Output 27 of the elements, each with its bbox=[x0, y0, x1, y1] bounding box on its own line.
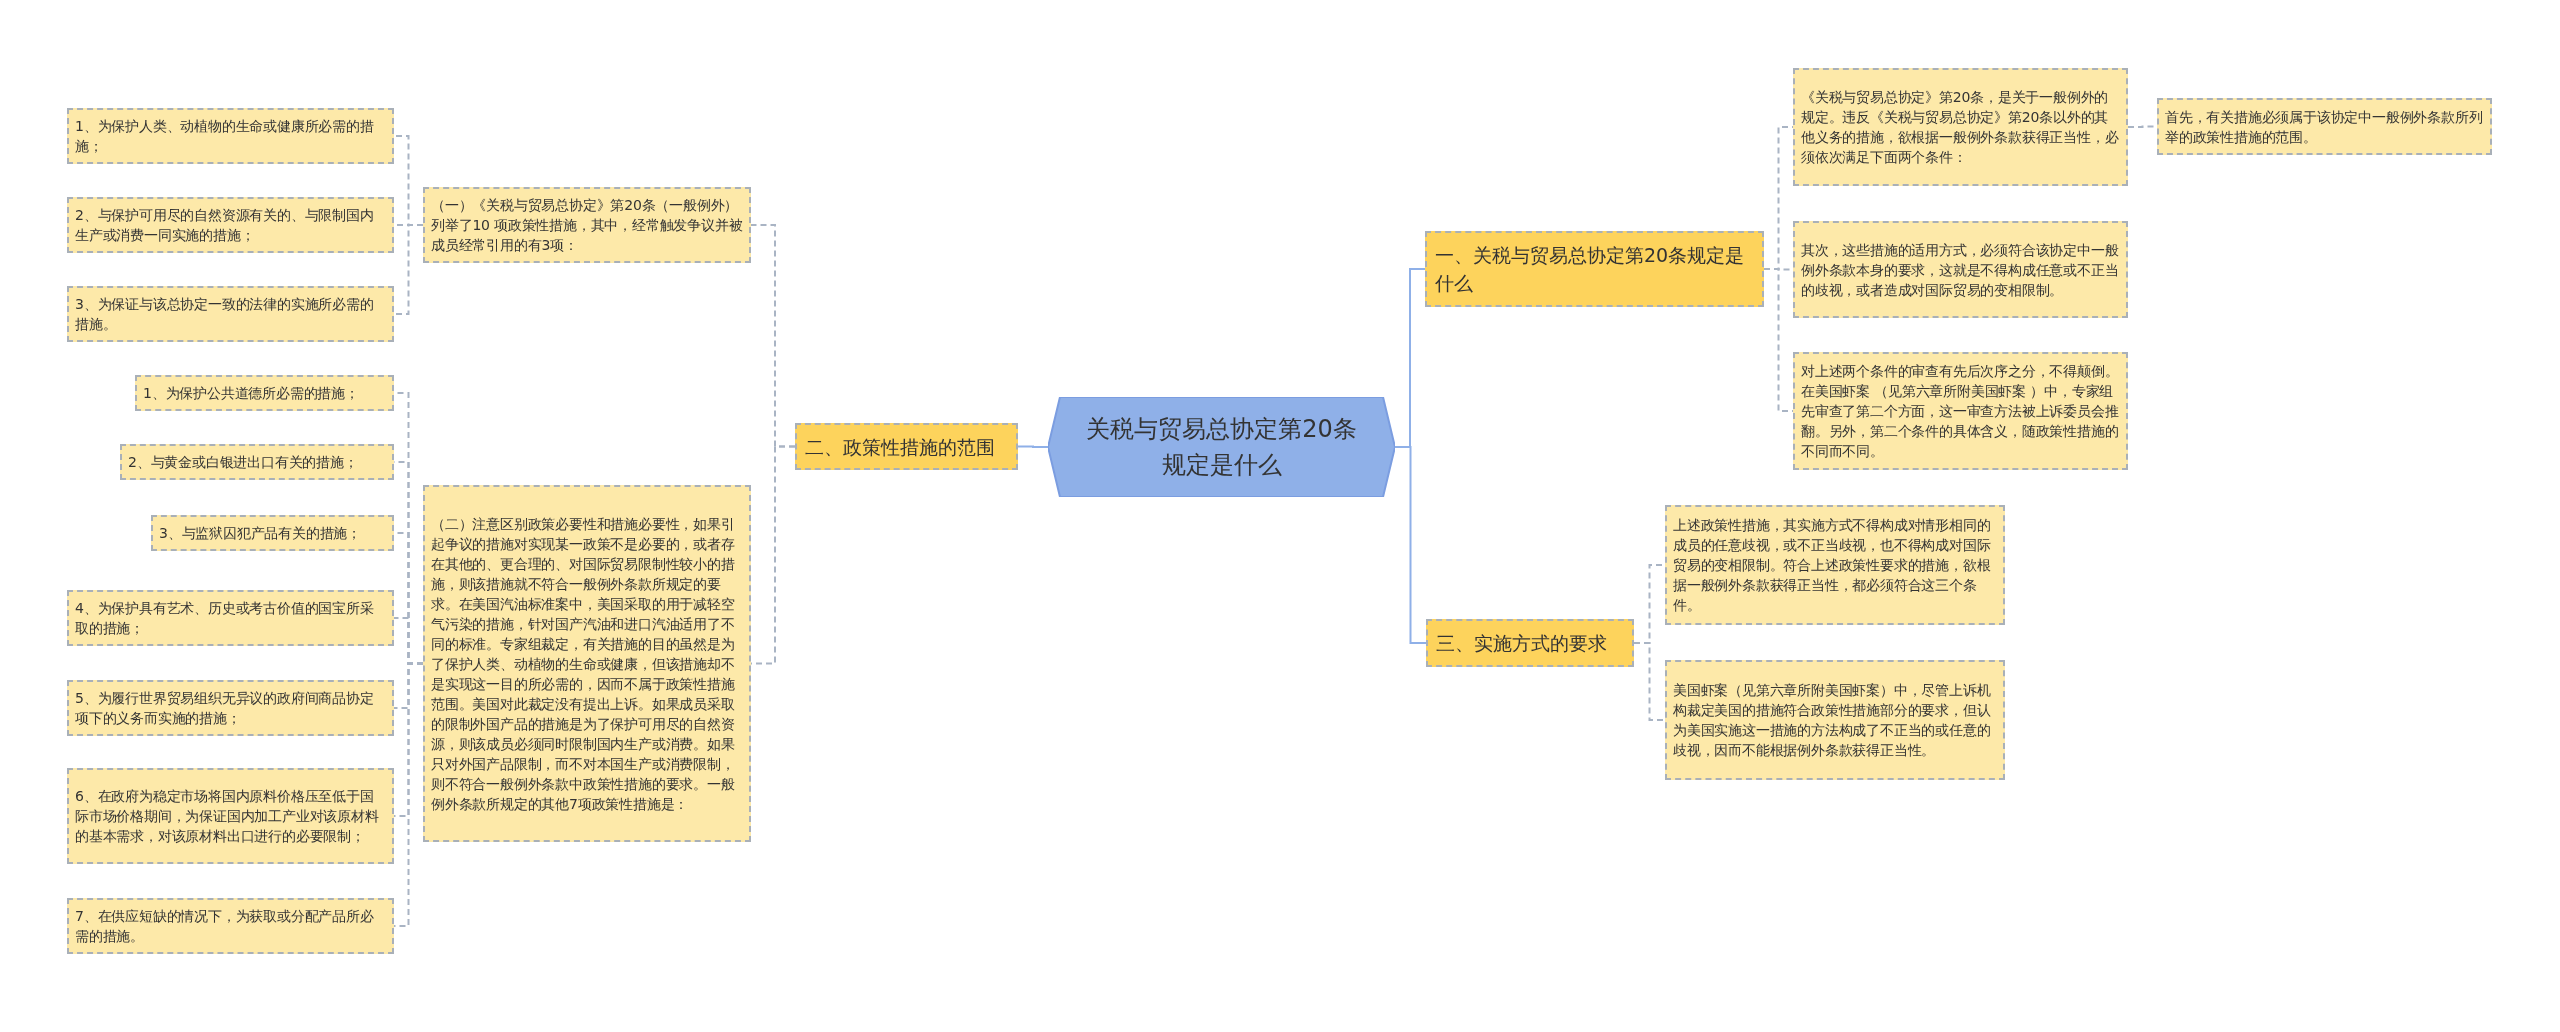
text-box: 1、为保护公共道德所必需的措施； bbox=[135, 375, 394, 411]
text-box: 首先，有关措施必须属于该协定中一般例外条款所列举的政策性措施的范围。 bbox=[2157, 98, 2492, 155]
text-box: 2、与保护可用尽的自然资源有关的、与限制国内生产或消费一同实施的措施； bbox=[67, 197, 394, 253]
text-box: 7、在供应短缺的情况下，为获取或分配产品所必需的措施。 bbox=[67, 898, 394, 954]
connector-line bbox=[1017, 445, 1049, 448]
text-box: 3、与监狱囚犯产品有关的措施； bbox=[151, 515, 394, 551]
text-box: 2、与黄金或白银进出口有关的措施； bbox=[120, 444, 394, 480]
text-box: 美国虾案（见第六章所附美国虾案）中，尽管上诉机构裁定美国的措施符合政策性措施部分的要求，但认为美国实施这一措施的方法构成了不正当的或任意的歧视，因而不能根据例外条款获得正当性。 bbox=[1665, 660, 2005, 780]
branch-box: 一、关税与贸易总协定第20条规定是什么 bbox=[1425, 231, 1764, 307]
text-box: 5、为履行世界贸易组织无异议的政府间商品协定项下的义务而实施的措施； bbox=[67, 680, 394, 736]
text-box: 上述政策性措施，其实施方式不得构成对情形相同的成员的任意歧视，或不正当歧视，也不得构成对国际贸易的变相限制。符合上述政策性要求的措施，欲根据一般例外条款获得正当性，都必须符合这三个条件。 bbox=[1665, 505, 2005, 625]
text-box: 3、为保证与该总协定一致的法律的实施所必需的措施。 bbox=[67, 286, 394, 342]
text-box: （一）《关税与贸易总协定》第20条（一般例外）列举了10 项政策性措施，其中，经常触发争议并被成员经常引用的有3项： bbox=[423, 187, 751, 263]
text-box: 1、为保护人类、动植物的生命或健康所必需的措施； bbox=[67, 108, 394, 164]
text-box: 《关税与贸易总协定》第20条，是关于一般例外的规定。违反《关税与贸易总协定》第20条以外的其他义务的措施，欲根据一般例外条款获得正当性，必须依次满足下面两个条件： bbox=[1793, 68, 2128, 186]
branch-box: 二、政策性措施的范围 bbox=[795, 423, 1018, 470]
text-box: 6、在政府为稳定市场将国内原料价格压至低于国际市场价格期间，为保证国内加工产业对该原材料的基本需求，对该原材料出口进行的必要限制； bbox=[67, 768, 394, 864]
connector-line bbox=[1394, 446, 1427, 644]
text-box: （二）注意区别政策必要性和措施必要性，如果引起争议的措施对实现某一政策不是必要的，或者存在其他的、更合理的、对国际贸易限制性较小的措施，则该措施就不符合一般例外条款所规定的要求。在美国汽油标准案中，美国采取的用于减轻空气污染的措施，针对国产汽油和进口汽油适用了不同的标准。专家组裁定，有关措施的目的虽然是为了保护人类、动植物的生命或健康，但该措施却不是实现这一目的所必需的，因而不属于政策性措施范围。美国对此裁定没有提出上诉。如果成员采取的限制外国产品的措施是为了保护可用尽的自然资源，则该成员必须同时限制国内生产或消费。如果只对外国产品限制，而不对本国生产或消费限制，则不符合一般例外条款中政策性措施的要求。一般例外条款所规定的其他7项政策性措施是： bbox=[423, 485, 751, 842]
text-box: 其次，这些措施的适用方式，必须符合该协定中一般例外条款本身的要求，这就是不得构成任意或不正当的歧视，或者造成对国际贸易的变相限制。 bbox=[1793, 221, 2128, 318]
branch-box: 三、实施方式的要求 bbox=[1426, 619, 1634, 667]
text-box: 4、为保护具有艺术、历史或考古价值的国宝所采取的措施； bbox=[67, 590, 394, 646]
topic-hexagon bbox=[1048, 397, 1395, 497]
text-box: 对上述两个条件的审查有先后次序之分，不得颠倒。在美国虾案 （见第六章所附美国虾案 ）中，专家组先审查了第二个方面，这一审查方法被上诉委员会推翻。另外，第二个条件的具体含义，随政策性措施的不同而不同。 bbox=[1793, 352, 2128, 470]
connector-line bbox=[1633, 642, 1666, 721]
topic-text: 关税与贸易总协定第20条规定是什么 bbox=[1085, 414, 1358, 481]
connector-line bbox=[393, 224, 424, 315]
